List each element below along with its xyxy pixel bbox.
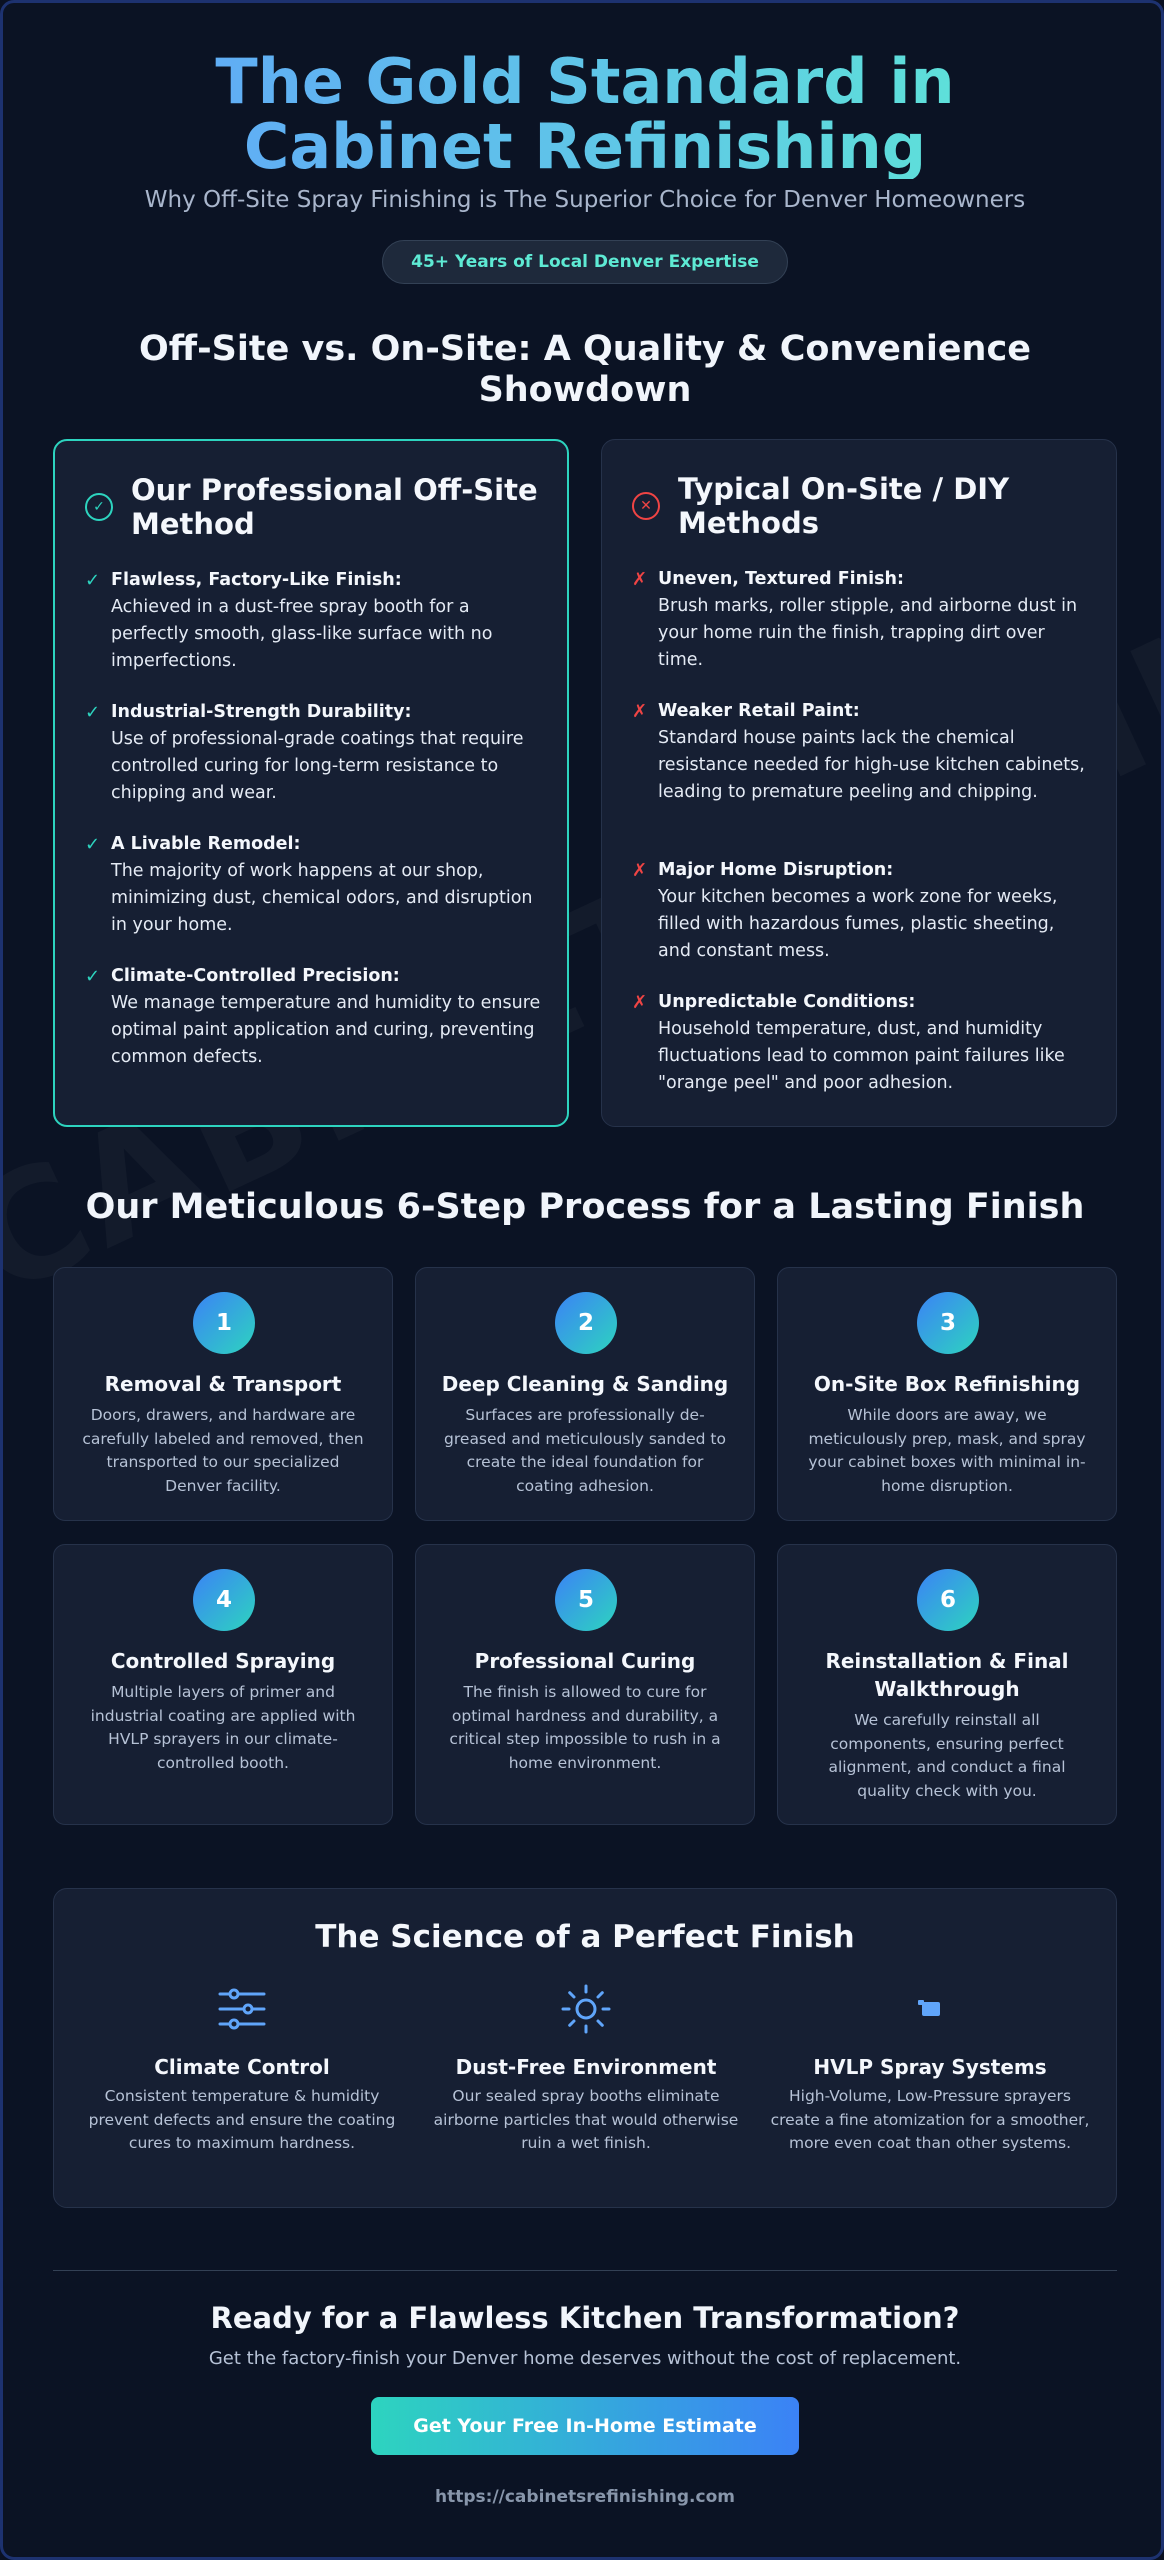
item-title: Weaker Retail Paint: <box>658 701 860 721</box>
step-number: 2 <box>555 1292 617 1354</box>
step-title: Deep Cleaning & Sanding <box>441 1372 729 1396</box>
step-title: Reinstallation & Final Walkthrough <box>825 1649 1069 1701</box>
checkmark-icon: ✓ <box>85 834 101 855</box>
item-title: A Livable Remodel: <box>111 834 301 854</box>
step-description: Doors, drawers, and hardware are careful… <box>82 1406 364 1495</box>
step-title: Professional Curing <box>474 1649 696 1673</box>
item-text: Use of professional-grade coatings that … <box>111 729 524 803</box>
x-circle-icon: ✕ <box>632 492 660 520</box>
step-title: Controlled Spraying <box>110 1649 336 1673</box>
feature-hvlp: HVLP Spray Systems High-Volume, Low-Pres… <box>770 1981 1090 2156</box>
check-circle-icon: ✓ <box>85 493 113 521</box>
item-text: Household temperature, dust, and humidit… <box>658 1019 1065 1093</box>
science-title: The Science of a Perfect Finish <box>315 1919 855 1955</box>
comparison-title: Off-Site vs. On-Site: A Quality & Conven… <box>139 329 1031 411</box>
feature-title: Dust-Free Environment <box>455 2055 717 2079</box>
feature-description: Consistent temperature & humidity preven… <box>88 2087 396 2152</box>
process-step-card: 4 Controlled Spraying Multiple layers of… <box>53 1544 393 1825</box>
process-step-card: 3 On-Site Box Refinishing While doors ar… <box>777 1267 1117 1521</box>
list-item: ✓ Climate-Controlled Precision: We manage… <box>85 963 541 1071</box>
checkmark-icon: ✓ <box>85 702 101 723</box>
step-description: We carefully reinstall all components, e… <box>828 1711 1066 1800</box>
step-number: 3 <box>917 1292 979 1354</box>
feature-climate-control: Climate Control Consistent temperature &… <box>82 1981 402 2156</box>
typical-card-header: ✕ Typical On-Site / DIY Methods <box>632 472 1092 540</box>
spray-gun-icon <box>770 1981 1090 2037</box>
step-description: Multiple layers of primer and industrial… <box>90 1683 356 1772</box>
typical-card-title: Typical On-Site / DIY Methods <box>678 472 1010 541</box>
cta-title: Ready for a Flawless Kitchen Transformat… <box>210 2301 960 2335</box>
process-step-card: 6 Reinstallation & Final Walkthrough We … <box>777 1544 1117 1825</box>
item-title: Industrial-Strength Durability: <box>111 702 412 722</box>
website-link[interactable]: https://cabinetsrefinishing.com <box>435 2487 735 2507</box>
professional-card-header: ✓ Our Professional Off-Site Method <box>85 473 543 541</box>
cross-icon: ✗ <box>632 860 648 881</box>
cross-icon: ✗ <box>632 701 648 722</box>
professional-method-card: ✓ Our Professional Off-Site Method ✓ Fla… <box>53 439 569 1127</box>
item-text: Brush marks, roller stipple, and airborn… <box>658 596 1078 670</box>
item-text: We manage temperature and humidity to en… <box>111 993 541 1067</box>
feature-description: Our sealed spray booths eliminate airbor… <box>433 2087 739 2152</box>
item-text: The majority of work happens at our shop… <box>111 861 533 935</box>
cross-icon: ✗ <box>632 569 648 590</box>
list-item: ✓ Industrial-Strength Durability: Use of … <box>85 699 541 807</box>
list-item: ✗ Unpredictable Conditions: Household tem… <box>632 989 1090 1097</box>
item-text: Standard house paints lack the chemical … <box>658 728 1085 802</box>
list-item: ✓ Flawless, Factory-Like Finish: Achieved… <box>85 567 541 675</box>
process-step-card: 1 Removal & Transport Doors, drawers, an… <box>53 1267 393 1521</box>
hero-subtitle: Why Off-Site Spray Finishing is The Supe… <box>144 187 1026 213</box>
step-description: The finish is allowed to cure for optima… <box>449 1683 721 1772</box>
item-title: Major Home Disruption: <box>658 860 894 880</box>
step-number: 4 <box>193 1569 255 1631</box>
feature-description: High-Volume, Low-Pressure sprayers creat… <box>770 2087 1090 2152</box>
item-title: Climate-Controlled Precision: <box>111 966 400 986</box>
checkmark-icon: ✓ <box>85 570 101 591</box>
cross-icon: ✗ <box>632 992 648 1013</box>
step-description: Surfaces are professionally de-greased a… <box>444 1406 726 1495</box>
process-title: Our Meticulous 6-Step Process for a Last… <box>85 1187 1085 1227</box>
process-step-card: 2 Deep Cleaning & Sanding Surfaces are p… <box>415 1267 755 1521</box>
step-description: While doors are away, we meticulously pr… <box>808 1406 1086 1495</box>
list-item: ✗ Major Home Disruption: Your kitchen bec… <box>632 857 1090 965</box>
cta-subtitle: Get the factory-finish your Denver home … <box>208 2348 962 2369</box>
checkmark-icon: ✓ <box>85 966 101 987</box>
process-step-card: 5 Professional Curing The finish is allo… <box>415 1544 755 1825</box>
feature-title: HVLP Spray Systems <box>813 2055 1047 2079</box>
step-number: 6 <box>917 1569 979 1631</box>
list-item: ✗ Weaker Retail Paint: Standard house pai… <box>632 698 1090 806</box>
science-section: The Science of a Perfect Finish Climate … <box>53 1888 1117 2208</box>
step-number: 5 <box>555 1569 617 1631</box>
hero-title: The Gold Standard in Cabinet Refinishing <box>83 49 1087 179</box>
item-text: Your kitchen becomes a work zone for wee… <box>658 887 1058 961</box>
list-item: ✗ Uneven, Textured Finish: Brush marks, r… <box>632 566 1090 674</box>
item-title: Flawless, Factory-Like Finish: <box>111 570 402 590</box>
item-title: Uneven, Textured Finish: <box>658 569 905 589</box>
section-divider <box>53 2270 1117 2271</box>
item-text: Achieved in a dust-free spray booth for … <box>111 597 493 671</box>
item-title: Unpredictable Conditions: <box>658 992 916 1012</box>
professional-card-title: Our Professional Off-Site Method <box>131 473 538 542</box>
list-item: ✓ A Livable Remodel: The majority of work… <box>85 831 541 939</box>
sun-icon <box>426 1981 746 2037</box>
sliders-icon <box>82 1981 402 2037</box>
expertise-badge: 45+ Years of Local Denver Expertise <box>382 240 788 284</box>
free-estimate-button[interactable]: Get Your Free In-Home Estimate <box>371 2397 799 2455</box>
typical-method-card: ✕ Typical On-Site / DIY Methods ✗ Uneven… <box>601 439 1117 1127</box>
step-title: Removal & Transport <box>104 1372 342 1396</box>
step-title: On-Site Box Refinishing <box>813 1372 1081 1396</box>
feature-dust-free: Dust-Free Environment Our sealed spray b… <box>426 1981 746 2156</box>
step-number: 1 <box>193 1292 255 1354</box>
feature-title: Climate Control <box>154 2055 330 2079</box>
